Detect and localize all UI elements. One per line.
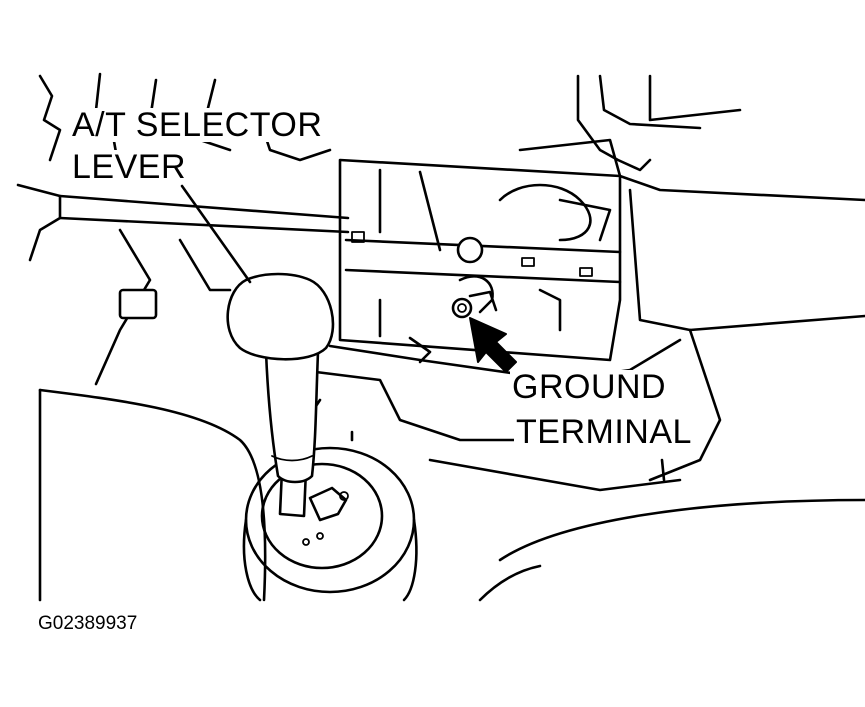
right-pillar <box>576 74 865 482</box>
selector-leader-line <box>180 184 252 284</box>
ground-label-line2: TERMINAL <box>514 413 694 451</box>
selector-label-line1: A/T SELECTOR <box>70 106 325 144</box>
dashboard-outline <box>16 72 350 386</box>
ground-arrow <box>469 317 517 373</box>
figure-code: G02389937 <box>36 613 140 634</box>
center-panel <box>338 138 622 362</box>
seat-right <box>478 498 865 602</box>
selector-label-line2: LEVER <box>70 148 188 186</box>
seat-left <box>38 388 267 602</box>
ground-terminal-graphic <box>451 275 498 319</box>
ground-label-line1: GROUND <box>510 368 669 406</box>
selector-lever <box>226 272 335 518</box>
leader-lines <box>180 184 252 284</box>
shift-boot <box>242 446 418 602</box>
